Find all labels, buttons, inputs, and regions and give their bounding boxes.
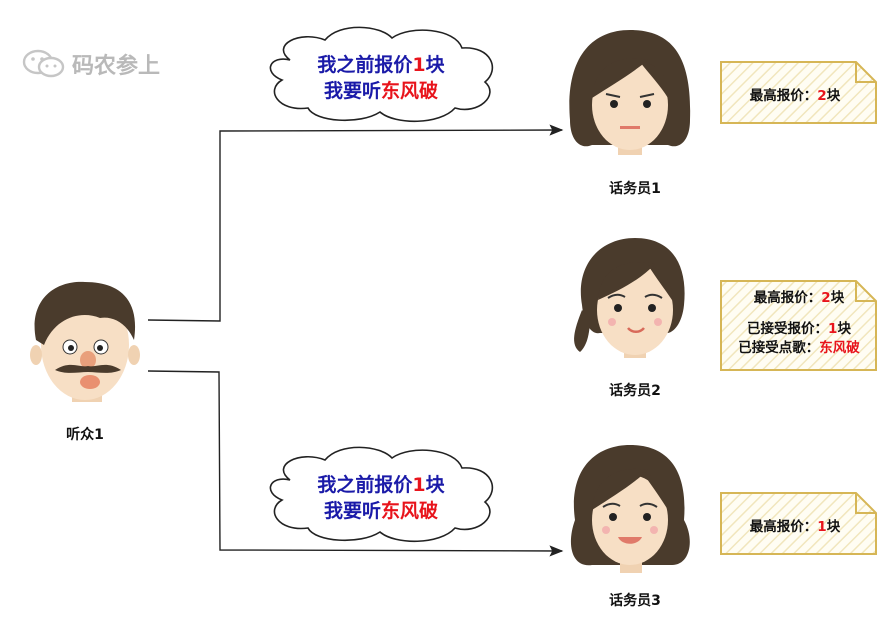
speech-cloud-1	[269, 26, 494, 123]
note-2-accepted-price: 已接受报价：1块	[747, 321, 851, 337]
listener-label: 听众1	[66, 427, 104, 443]
note-operator-2	[720, 280, 877, 371]
operator-1-label: 话务员1	[609, 181, 661, 197]
speech-cloud-2	[269, 446, 494, 543]
operator-3-avatar	[570, 445, 690, 573]
cloud-2-line-1: 我之前报价1块	[317, 474, 445, 496]
connector-to-operator-1	[147, 124, 564, 322]
watermark: 码农参上	[22, 48, 160, 80]
listener-avatar	[30, 281, 140, 402]
cloud-1-text: 我之前报价1块 我要听东风破	[296, 52, 466, 104]
cloud-2-line-2: 我要听东风破	[323, 500, 439, 522]
note-operator-1	[720, 61, 877, 124]
cloud-1-line-1: 我之前报价1块	[317, 54, 445, 76]
note-3-text: 最高报价：1块	[749, 519, 841, 535]
note-operator-3	[720, 492, 877, 555]
note-2-highest: 最高报价：2块	[753, 290, 845, 306]
operator-2-avatar	[574, 238, 685, 358]
operator-1-avatar	[569, 30, 691, 155]
connector-to-operator-3	[147, 370, 564, 557]
note-1-text: 最高报价：2块	[749, 88, 841, 104]
operator-3-label: 话务员3	[609, 593, 661, 609]
note-2-accepted-song: 已接受点歌：东风破	[738, 340, 860, 356]
cloud-1-line-2: 我要听东风破	[323, 80, 439, 102]
cloud-2-text: 我之前报价1块 我要听东风破	[296, 472, 466, 524]
note-2-text: 最高报价：2块 已接受报价：1块 已接受点歌：东风破	[721, 289, 877, 358]
wechat-icon	[22, 49, 65, 78]
watermark-text: 码农参上	[72, 54, 161, 79]
operator-2-label: 话务员2	[609, 383, 661, 399]
